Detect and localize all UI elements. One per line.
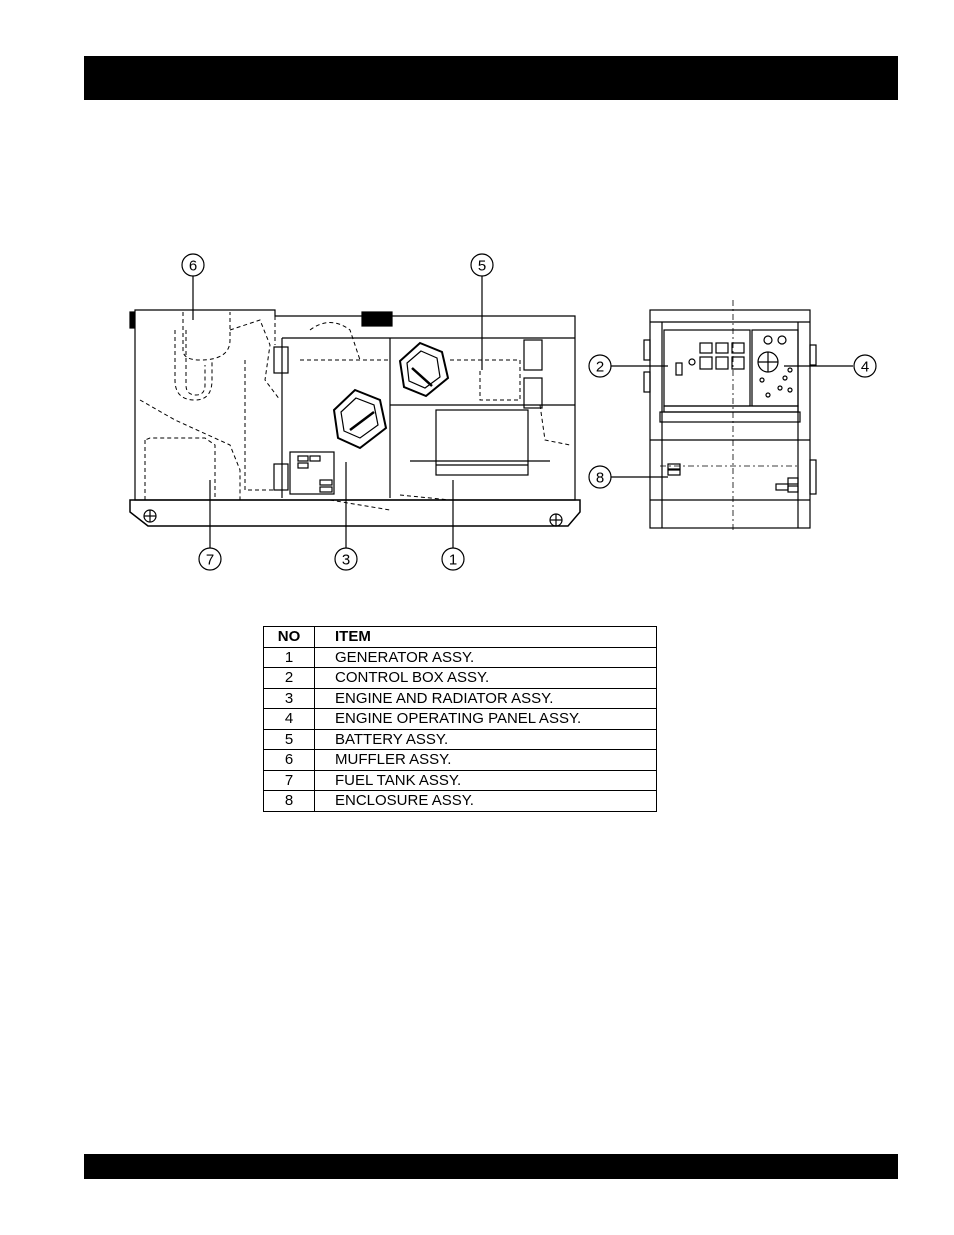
table-row: 7 FUEL TANK ASSY.	[264, 770, 657, 791]
callout-1: 1	[449, 552, 457, 569]
row-item: ENGINE OPERATING PANEL ASSY.	[315, 709, 657, 730]
row-no: 7	[264, 770, 315, 791]
row-item: FUEL TANK ASSY.	[315, 770, 657, 791]
side-view	[130, 310, 580, 526]
row-no: 6	[264, 750, 315, 771]
header-item: ITEM	[315, 627, 657, 648]
table-row: 3 ENGINE AND RADIATOR ASSY.	[264, 688, 657, 709]
footer-bar	[84, 1154, 898, 1179]
row-no: 2	[264, 668, 315, 689]
table-row: 4 ENGINE OPERATING PANEL ASSY.	[264, 709, 657, 730]
row-no: 1	[264, 647, 315, 668]
callout-4: 4	[861, 359, 869, 376]
row-no: 4	[264, 709, 315, 730]
row-no: 3	[264, 688, 315, 709]
callout-3: 3	[342, 552, 350, 569]
table-row: 8 ENCLOSURE ASSY.	[264, 791, 657, 812]
table-row: 2 CONTROL BOX ASSY.	[264, 668, 657, 689]
parts-table: NO ITEM 1 GENERATOR ASSY. 2 CONTROL BOX …	[263, 626, 657, 812]
end-view	[644, 310, 816, 528]
table-row: 5 BATTERY ASSY.	[264, 729, 657, 750]
row-item: ENCLOSURE ASSY.	[315, 791, 657, 812]
callout-6: 6	[189, 258, 197, 275]
table-row: 1 GENERATOR ASSY.	[264, 647, 657, 668]
row-item: BATTERY ASSY.	[315, 729, 657, 750]
row-item: CONTROL BOX ASSY.	[315, 668, 657, 689]
callout-5: 5	[478, 258, 486, 275]
table-row: 6 MUFFLER ASSY.	[264, 750, 657, 771]
callout-2: 2	[596, 359, 604, 376]
row-item: GENERATOR ASSY.	[315, 647, 657, 668]
generator-diagram: 6 5 2 4 8 7 3 1	[0, 0, 954, 620]
row-no: 5	[264, 729, 315, 750]
header-no: NO	[264, 627, 315, 648]
callout-7: 7	[206, 552, 214, 569]
row-item: ENGINE AND RADIATOR ASSY.	[315, 688, 657, 709]
row-no: 8	[264, 791, 315, 812]
table-header-row: NO ITEM	[264, 627, 657, 648]
callout-8: 8	[596, 470, 604, 487]
row-item: MUFFLER ASSY.	[315, 750, 657, 771]
